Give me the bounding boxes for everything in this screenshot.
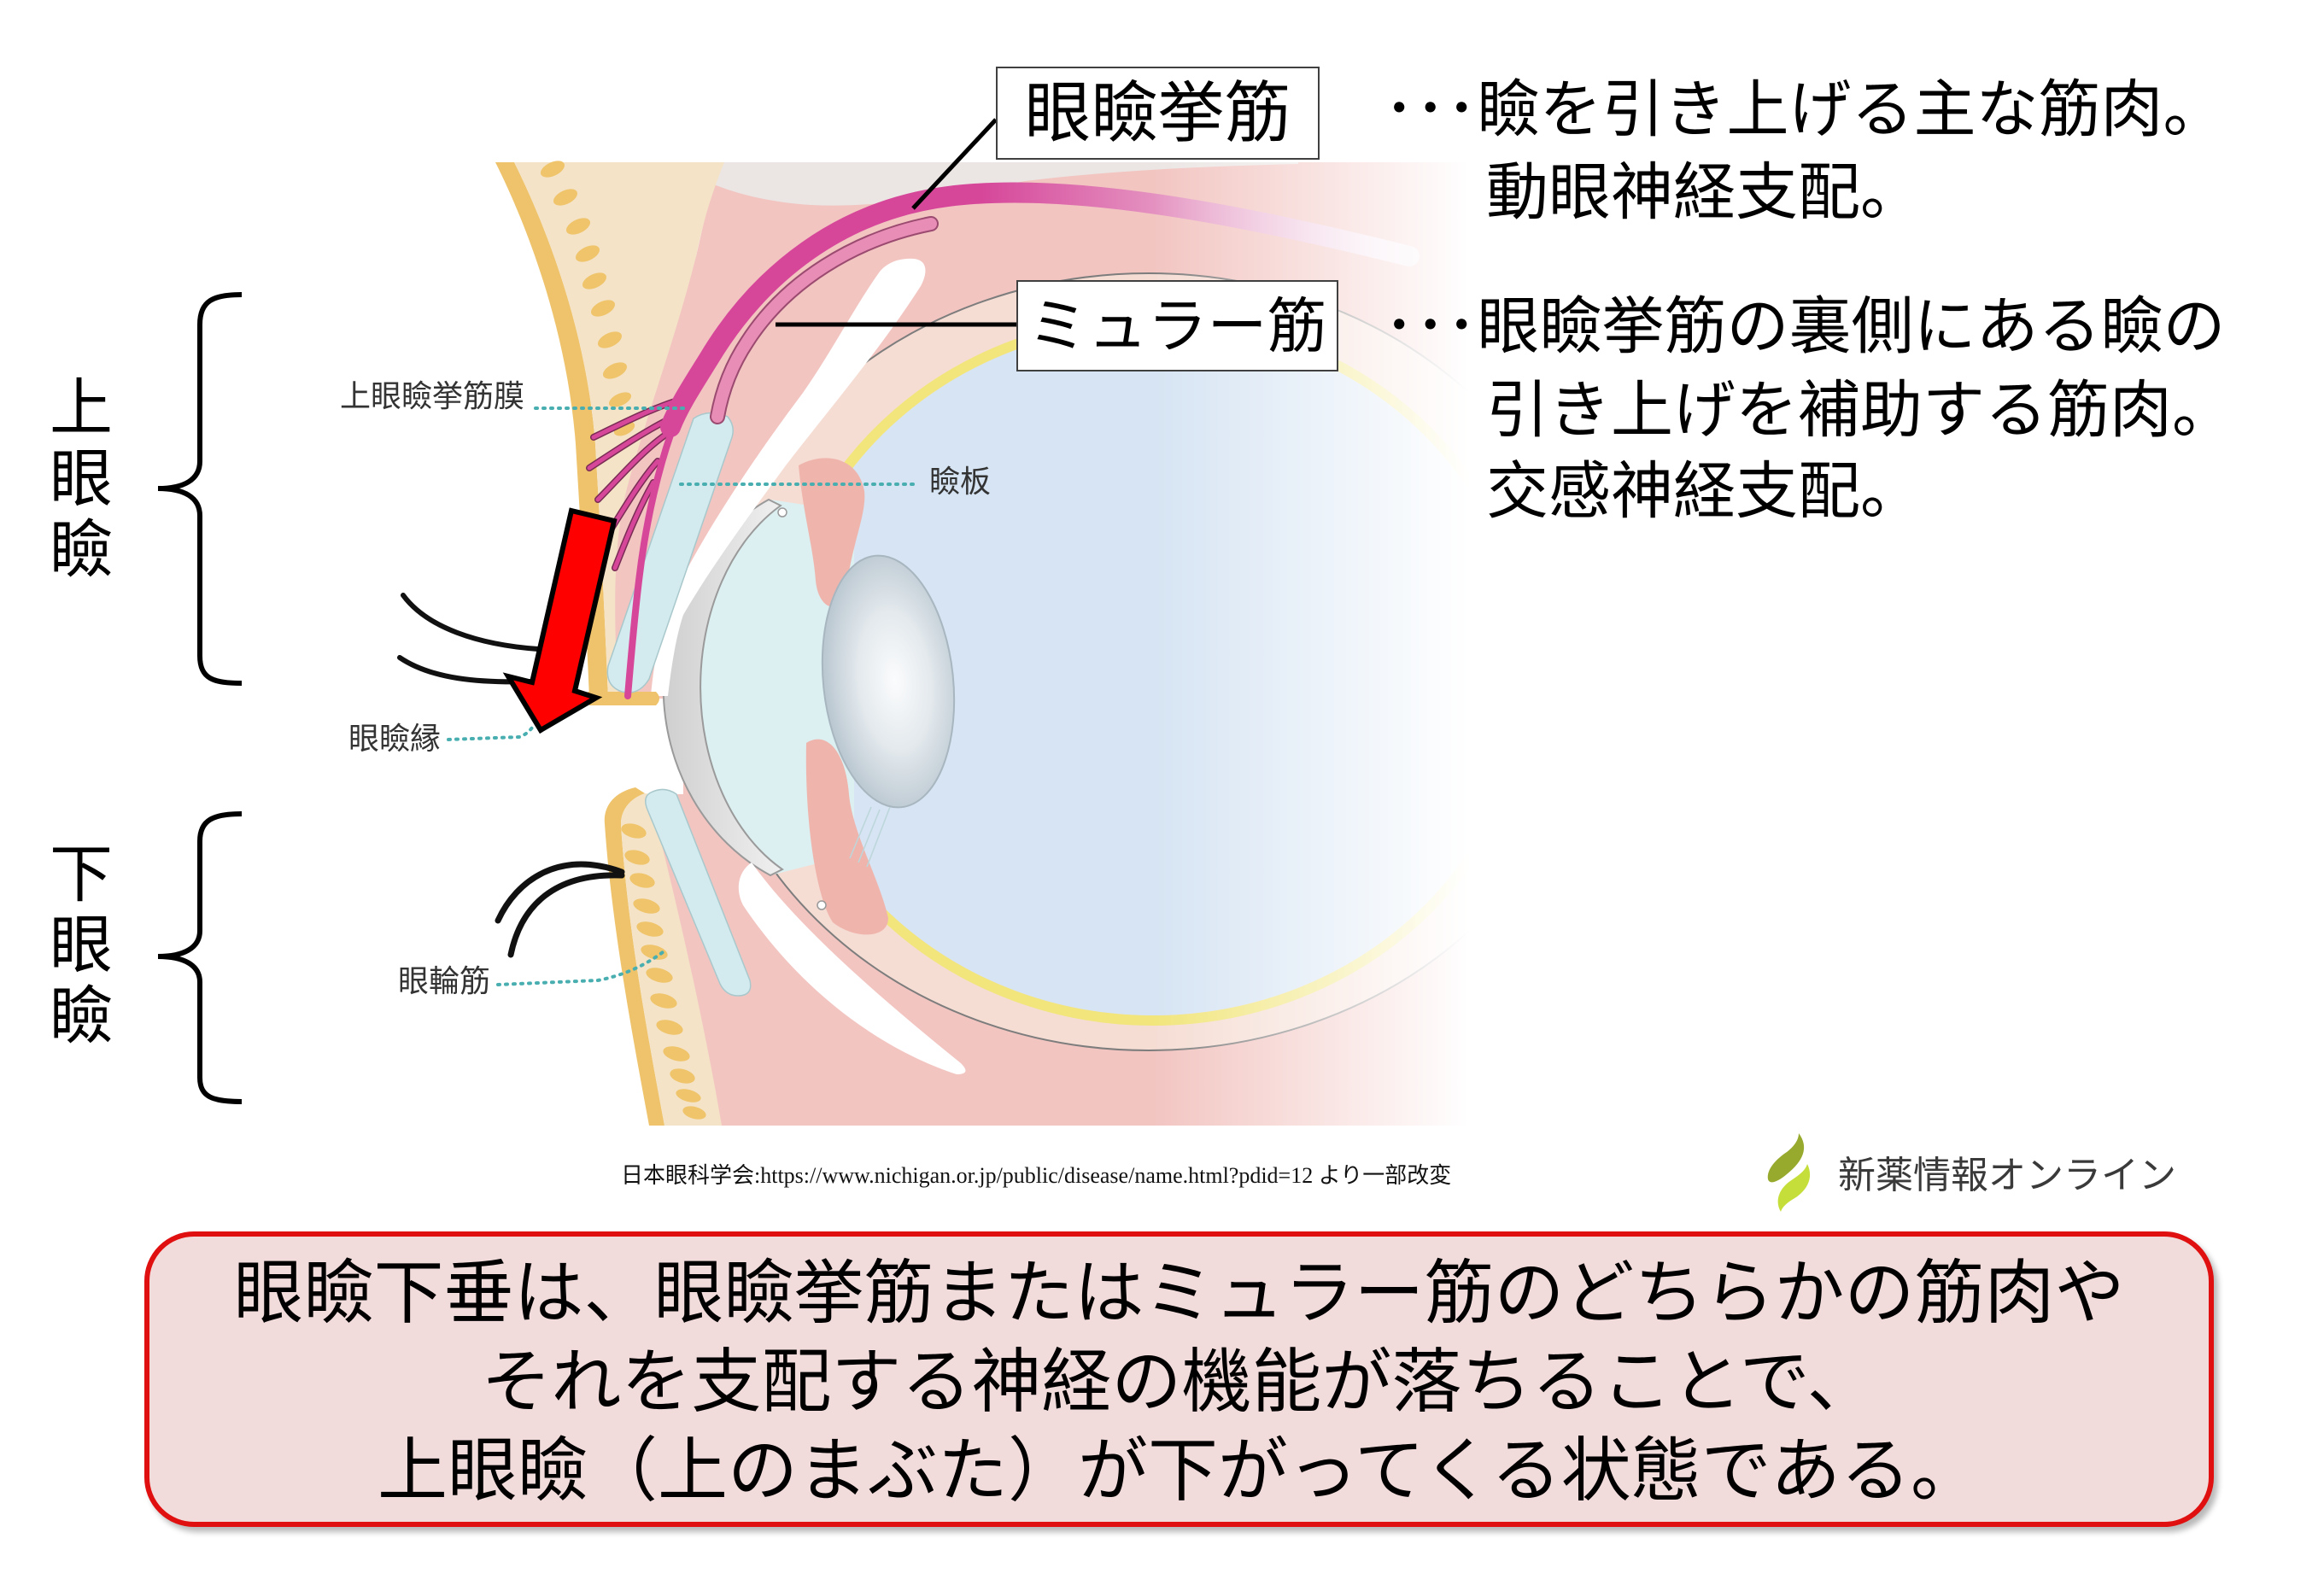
upper-eyelid-brace	[157, 292, 243, 686]
schlemm-canal-upper	[777, 507, 787, 518]
eyelid-margin-label: 眼瞼縁	[348, 722, 442, 757]
levator-palpebrae-muscle	[660, 182, 1420, 437]
margin-dotted-leader	[447, 722, 536, 741]
muller-description-line-2: 引き上げを補助する筋肉。	[1486, 374, 2234, 447]
muller-description-line-1: ･･･眼瞼挙筋の裏側にある瞼の	[1384, 290, 2226, 363]
tarsus-label: 瞼板	[929, 465, 992, 500]
lower-eyelid-label: 下眼瞼	[50, 838, 113, 1053]
eye-anatomy	[495, 161, 1594, 1126]
levator-description-line-1: ･･･瞼を引き上げる主な筋肉。	[1384, 73, 2226, 146]
levator-aponeurosis-branches	[586, 398, 678, 571]
muller-label-box: ミュラー筋	[1016, 280, 1338, 371]
levator-description-line-2: 動眼神経支配。	[1486, 156, 1923, 229]
levator-aponeurosis	[624, 398, 687, 699]
levator-label-box: 眼瞼挙筋	[996, 67, 1320, 160]
summary-line-3: 上眼瞼（上のまぶた）が下がってくる状態である。	[378, 1430, 1981, 1512]
lower-tarsus	[645, 788, 752, 997]
levator-label: 眼瞼挙筋	[1024, 74, 1291, 152]
upper-orbicularis-fibers	[540, 161, 635, 436]
upper-eyelid-label: 上眼瞼	[50, 371, 113, 587]
lower-eyelid	[604, 787, 752, 1126]
iris-upper	[799, 458, 865, 607]
lower-orbicularis-fibers	[621, 823, 706, 1120]
summary-line-2: それを支配する神経の機能が落ちることで、	[481, 1342, 1877, 1423]
summary-line-1: 眼瞼下垂は、眼瞼挙筋またはミュラー筋のどちらかの筋肉や	[233, 1253, 2125, 1334]
lower-eyelashes	[495, 861, 625, 958]
logo-text: 新薬情報オンライン	[1838, 1154, 2176, 1197]
schlemm-canal-lower	[817, 900, 827, 910]
upper-eyelid-skin-stripe	[495, 162, 608, 699]
lower-conjunctival-fornix	[738, 863, 966, 1074]
ciliary-body-lower	[805, 739, 888, 935]
upper-eyelashes	[397, 593, 541, 685]
summary-callout: 眼瞼下垂は、眼瞼挙筋またはミュラー筋のどちらかの筋肉や それを支配する神経の機能…	[144, 1231, 2214, 1527]
muller-muscle	[711, 218, 937, 423]
anatomy-dotted-leaders	[447, 406, 920, 986]
levator-aponeurosis-label: 上眼瞼挙筋膜	[340, 379, 525, 414]
lower-eyelid-brace	[157, 811, 243, 1104]
muller-description-line-3: 交感神経支配。	[1486, 455, 1923, 528]
upper-eyelid	[495, 161, 1420, 705]
source-credit: 日本眼科学会:https://www.nichigan.or.jp/public…	[621, 1163, 1452, 1188]
crystalline-lens	[821, 554, 956, 809]
leaf-icon	[1767, 1133, 1811, 1212]
upper-conjunctival-fornix	[651, 258, 926, 696]
arrow-down-icon	[502, 507, 618, 734]
orbicularis-label: 眼輪筋	[398, 964, 491, 999]
muller-label: ミュラー筋	[1027, 290, 1327, 361]
upper-eyelid-margin	[588, 692, 659, 705]
levator-leader-line	[911, 118, 998, 210]
orbicularis-dotted-leader	[496, 950, 664, 986]
vitreous-body	[782, 325, 1524, 1015]
